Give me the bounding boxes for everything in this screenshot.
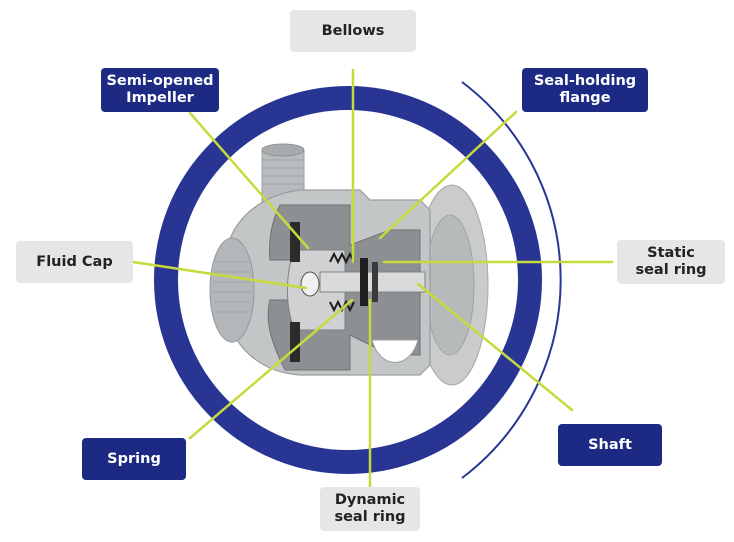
pump-illustration bbox=[209, 143, 489, 386]
label-static-seal-ring: Static seal ring bbox=[617, 240, 725, 284]
outer-arc bbox=[461, 81, 562, 479]
label-spring: Spring bbox=[82, 438, 186, 480]
frame-ring bbox=[154, 86, 542, 474]
leader-shaft bbox=[416, 282, 574, 412]
leader-impeller bbox=[188, 111, 310, 250]
leader-flange bbox=[378, 110, 518, 240]
label-dynamic-seal-ring: Dynamic seal ring bbox=[320, 487, 420, 531]
label-seal-holding-flange: Seal-holding flange bbox=[522, 68, 648, 112]
label-shaft: Shaft bbox=[558, 424, 662, 466]
leader-lines bbox=[131, 68, 614, 490]
leader-spring bbox=[188, 298, 354, 440]
leader-fluid-cap bbox=[131, 260, 308, 290]
label-bellows: Bellows bbox=[290, 10, 416, 52]
label-fluid-cap: Fluid Cap bbox=[16, 241, 133, 283]
label-semi-opened-impeller: Semi-opened Impeller bbox=[101, 68, 219, 112]
